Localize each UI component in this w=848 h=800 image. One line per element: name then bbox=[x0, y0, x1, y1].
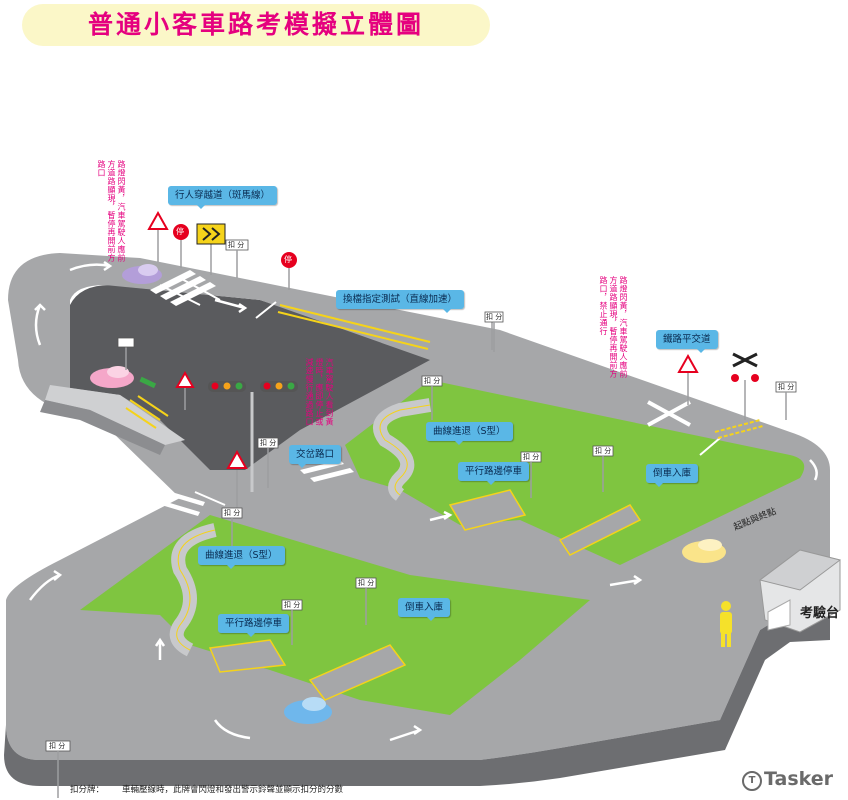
examiner-figure bbox=[720, 601, 732, 647]
stop-sign-label-left: 停 bbox=[176, 227, 184, 236]
callout-curve-upper: 曲線進退（S型） bbox=[426, 422, 513, 445]
deduct-label-9: 扣 分 bbox=[284, 601, 301, 609]
callout-reverse-upper: 倒車入庫 bbox=[646, 464, 699, 487]
purple-car bbox=[122, 264, 162, 284]
s-curve-upper-line bbox=[379, 404, 431, 496]
deduct-label-4: 扣 分 bbox=[260, 439, 277, 447]
watermark-text: Tasker bbox=[764, 768, 834, 790]
direction-arrows bbox=[29, 260, 818, 742]
callout-rail-crossing: 鐵路平交道 bbox=[656, 330, 718, 353]
pink-car bbox=[90, 366, 134, 388]
deduct-label-5: 扣 分 bbox=[523, 453, 540, 461]
note-right: 路燈閃黃，汽車駕駛人應前方道路顯現，暫停再開前方路口，禁止通行 bbox=[599, 276, 628, 378]
stop-sign-label-right: 停 bbox=[284, 255, 292, 264]
green-bench bbox=[139, 376, 157, 389]
blue-car bbox=[284, 697, 332, 724]
note-left: 路燈閃黃，汽車駕駛人應前方道路顯現，暫停再開前方路口 bbox=[97, 160, 126, 262]
warning-triangles bbox=[147, 210, 699, 469]
traffic-light-right bbox=[260, 381, 298, 392]
page-title: 普通小客車路考模擬立體圖 bbox=[87, 10, 424, 39]
rail-track bbox=[714, 419, 764, 439]
zebra-crossing bbox=[150, 270, 354, 516]
deduct-label-3: 扣 分 bbox=[424, 377, 441, 385]
exam-booth bbox=[758, 549, 842, 633]
tasker-logo-icon: T bbox=[742, 771, 762, 791]
deduct-posts bbox=[57, 250, 787, 798]
ramp-side bbox=[40, 400, 165, 455]
deduct-label-legend: 扣 分 bbox=[49, 742, 66, 750]
note-middle: 汽車駕駛人看到黃燈時，應即停止或減速慢行通過路口 bbox=[305, 358, 334, 426]
deduct-label-8: 扣 分 bbox=[358, 579, 375, 587]
deduct-label-6: 扣 分 bbox=[595, 447, 612, 455]
deduct-label-2: 扣 分 bbox=[486, 313, 503, 321]
sign-posts bbox=[125, 228, 746, 510]
callout-parallel-upper: 平行路邊停車 bbox=[458, 462, 530, 485]
deduct-label-1: 扣 分 bbox=[228, 241, 245, 249]
chevron-sign bbox=[196, 223, 226, 245]
rail-signal bbox=[731, 352, 759, 382]
callout-reverse-lower: 倒車入庫 bbox=[398, 598, 451, 621]
rail-crossing-mark bbox=[647, 400, 691, 427]
road-edge bbox=[4, 610, 830, 786]
legend-key: 扣分牌： bbox=[70, 785, 105, 795]
callout-crosswalk: 行人穿越道（斑馬線） bbox=[168, 186, 278, 209]
s-curve-lower-line bbox=[176, 529, 216, 651]
callout-curve-lower: 曲線進退（S型） bbox=[198, 546, 285, 569]
deduct-label-7: 扣 分 bbox=[224, 509, 241, 517]
traffic-light-left bbox=[208, 381, 246, 392]
parking-boxes bbox=[208, 489, 642, 701]
grass-field-lower bbox=[80, 515, 590, 715]
ramp bbox=[45, 385, 185, 445]
callout-parallel-lower: 平行路邊停車 bbox=[218, 614, 290, 637]
legend: 扣分牌： 車輛壓線時，此牌會閃燈和發出警示鈴聲並顯示扣分的分數 bbox=[70, 783, 343, 795]
yellow-hatch bbox=[125, 395, 169, 429]
stop-signs bbox=[173, 224, 297, 268]
yellow-double-line bbox=[277, 304, 431, 350]
deduct-label-10: 扣 分 bbox=[778, 383, 795, 391]
exam-booth-label: 考驗台 bbox=[800, 606, 840, 621]
title-banner bbox=[22, 4, 490, 46]
callout-lane-fixed: 換檔指定測試（直線加速） bbox=[336, 290, 465, 313]
yellow-car bbox=[682, 539, 726, 563]
legend-text: 車輛壓線時，此牌會閃燈和發出警示鈴聲並顯示扣分的分數 bbox=[122, 785, 344, 795]
callout-intersection: 交岔路口 bbox=[289, 445, 342, 468]
